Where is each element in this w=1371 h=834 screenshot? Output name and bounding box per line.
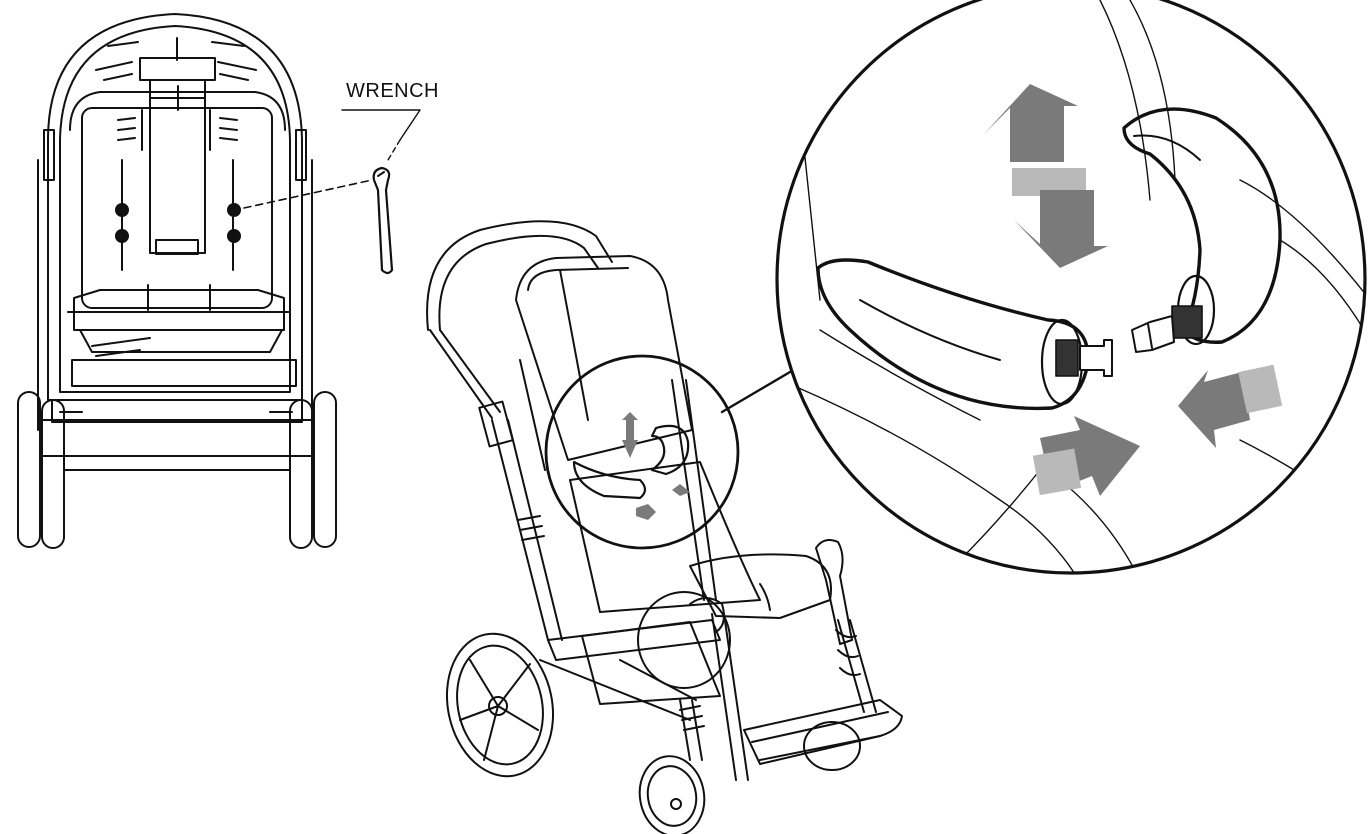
detail-callout-small bbox=[544, 354, 740, 550]
stroller-rear-view bbox=[17, 13, 337, 549]
wrench-icon bbox=[372, 166, 394, 275]
bolt-icon bbox=[115, 203, 241, 243]
detail-callout-large bbox=[775, 0, 1367, 575]
wrench-label: WRENCH bbox=[346, 80, 439, 102]
stroller-perspective-view bbox=[426, 220, 903, 834]
